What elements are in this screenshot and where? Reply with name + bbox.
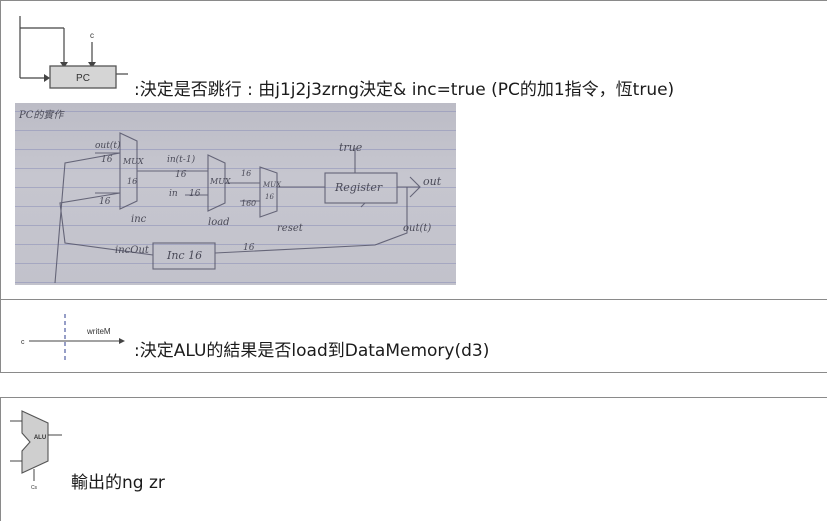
hand-register: Register bbox=[335, 181, 383, 194]
hand-w16-h: 16 bbox=[265, 193, 274, 201]
hand-inc16: Inc 16 bbox=[167, 249, 203, 262]
table-border-top bbox=[0, 0, 827, 1]
hand-inc: inc bbox=[131, 214, 147, 225]
hand-w16-c: 16 bbox=[99, 197, 111, 207]
table-border-left-2 bbox=[0, 397, 1, 521]
writem-caption: :決定ALU的結果是否load到DataMemory(d3) bbox=[134, 341, 490, 361]
hand-reset: reset bbox=[277, 223, 303, 234]
pc-block-label: PC bbox=[76, 73, 90, 84]
hand-load: load bbox=[208, 217, 230, 228]
hand-in: in bbox=[169, 189, 178, 199]
hand-out: out bbox=[423, 175, 442, 188]
hand-mux2: MUX bbox=[210, 177, 231, 186]
table-border-left-1 bbox=[0, 0, 1, 373]
writem-diagram: c writeM bbox=[21, 314, 125, 360]
hand-w16-f: 16 bbox=[241, 169, 252, 178]
handwritten-pc-photo: PC的實作 out(t) 16 MUX 16 16 inc in(t-1) 16… bbox=[15, 103, 456, 285]
alu-block-label: ALU bbox=[34, 435, 46, 441]
pc-diagram: PC c bbox=[19, 16, 128, 89]
hand-w16-i: 16 bbox=[243, 243, 255, 253]
writem-control-label: c bbox=[21, 339, 25, 346]
alu-output-label: Cs bbox=[31, 485, 38, 491]
row-divider-2 bbox=[0, 372, 827, 373]
hand-mux3: MUX bbox=[263, 181, 282, 189]
row-divider-1 bbox=[0, 299, 827, 300]
pc-caption: :決定是否跳行 : 由j1j2j3zrng決定& inc=true (PC的加1… bbox=[134, 80, 675, 100]
pc-control-label: c bbox=[90, 31, 94, 40]
hand-w16-d: 16 bbox=[175, 170, 187, 180]
hand-out-t2: out(t) bbox=[403, 223, 432, 234]
hand-w16-a: 16 bbox=[101, 155, 113, 165]
hand-in-t1: in(t-1) bbox=[167, 155, 196, 165]
hand-title: PC的實作 bbox=[19, 110, 64, 121]
hand-w16-g: 16 bbox=[241, 199, 252, 208]
hand-out-t: out(t) bbox=[95, 141, 121, 151]
hand-mux1: MUX bbox=[123, 157, 144, 166]
alu-diagram: ALU Cs bbox=[10, 410, 62, 491]
hand-w16-e: 16 bbox=[189, 189, 201, 199]
alu-caption: 輸出的ng zr bbox=[71, 473, 165, 493]
hand-zero: 0 bbox=[251, 199, 257, 208]
table2-border-top bbox=[0, 397, 827, 398]
hand-w16-b: 16 bbox=[127, 177, 138, 186]
writem-signal-label: writeM bbox=[86, 327, 111, 336]
hand-true: true bbox=[339, 141, 363, 154]
hand-incout: incOut bbox=[115, 245, 149, 256]
